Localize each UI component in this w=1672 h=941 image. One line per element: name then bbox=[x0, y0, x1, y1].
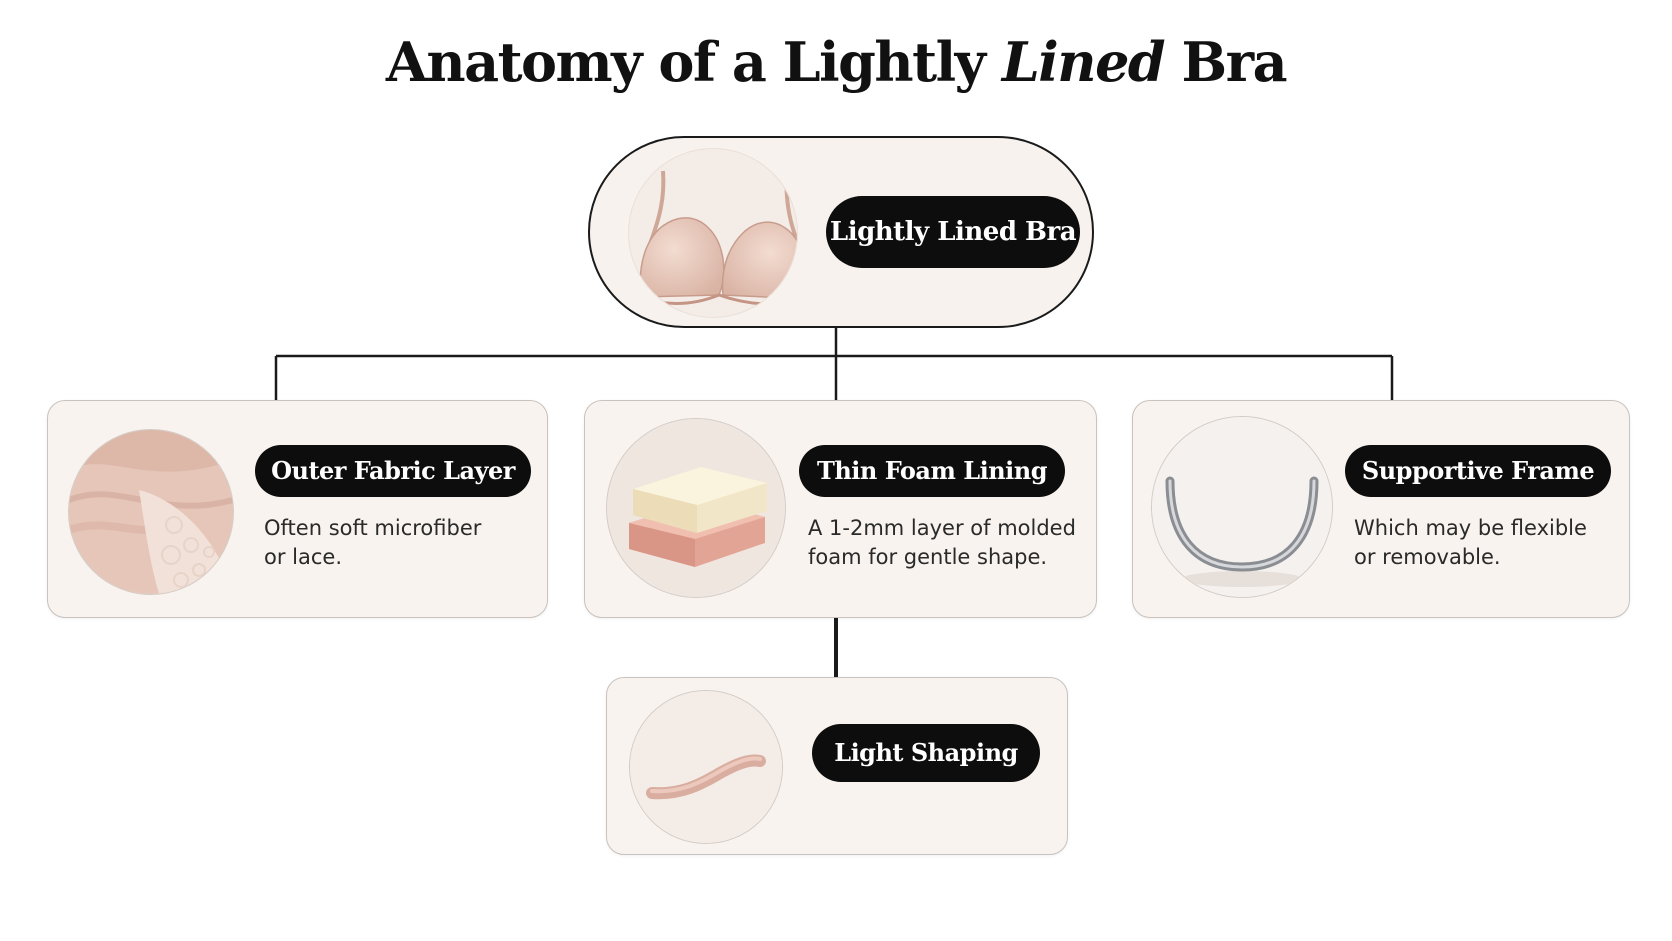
bra-icon bbox=[628, 148, 798, 318]
page-title: Anatomy of a Lightly Lined Bra bbox=[0, 22, 1672, 102]
title-italic: Lined bbox=[1001, 30, 1166, 94]
supportive-frame-description: Which may be flexible or removable. bbox=[1354, 516, 1587, 569]
foam-lining-label: Thin Foam Lining bbox=[799, 445, 1065, 497]
foam-pad-icon bbox=[606, 418, 786, 598]
title-suffix: Bra bbox=[1164, 30, 1287, 94]
outer-fabric-label: Outer Fabric Layer bbox=[255, 445, 531, 497]
root-label: Lightly Lined Bra bbox=[826, 196, 1080, 268]
fabric-lace-icon bbox=[68, 429, 234, 595]
foam-lining-description: A 1-2mm layer of molded foam for gentle … bbox=[808, 516, 1076, 569]
node-supportive-frame: Supportive Frame Which may be flexible o… bbox=[1132, 400, 1630, 618]
shaping-curve-icon bbox=[629, 690, 783, 844]
underwire-icon bbox=[1151, 416, 1333, 598]
supportive-frame-label: Supportive Frame bbox=[1345, 445, 1611, 497]
light-shaping-label: Light Shaping bbox=[812, 724, 1040, 782]
title-prefix: Anatomy of a Lightly bbox=[385, 30, 1002, 94]
node-light-shaping: Light Shaping bbox=[606, 677, 1068, 855]
node-thin-foam-lining: Thin Foam Lining A 1-2mm layer of molded… bbox=[584, 400, 1097, 618]
outer-fabric-description: Often soft microfiber or lace. bbox=[264, 516, 482, 569]
node-outer-fabric-layer: Outer Fabric Layer Often soft microfiber… bbox=[47, 400, 548, 618]
root-node-lightly-lined-bra: Lightly Lined Bra bbox=[588, 136, 1094, 328]
